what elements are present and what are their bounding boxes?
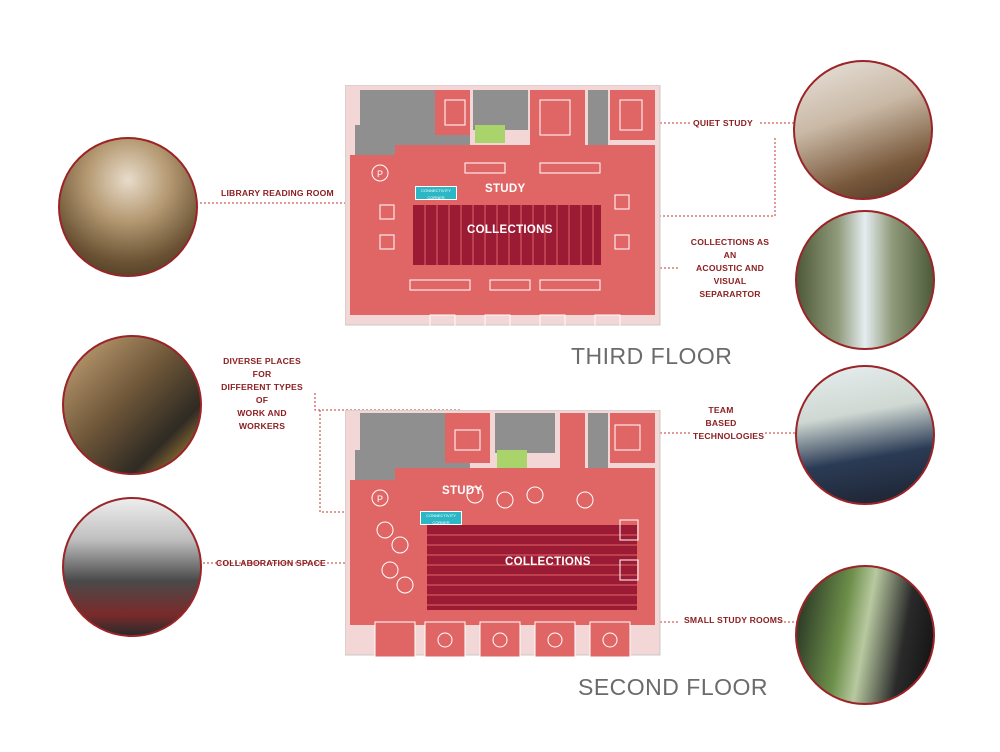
collections-label-2: COLLECTIONS (505, 556, 591, 568)
label-small-study-rooms: SMALL STUDY ROOMS (684, 615, 784, 625)
connectivity-sign-2: CONNECTIVITY CORNER (420, 511, 462, 525)
p-marker-2: P (377, 494, 383, 504)
photo-quiet-study (793, 60, 933, 200)
label-collections-separator: COLLECTIONS AS AN ACOUSTIC AND VISUAL SE… (690, 237, 770, 299)
second-floor-plan: P (345, 410, 661, 658)
connectivity-sign-3: CONNECTIVITY CORNER (415, 186, 457, 200)
second-floor-title: SECOND FLOOR (578, 674, 769, 700)
label-quiet-study: QUIET STUDY (693, 118, 753, 128)
label-library-reading-room: LIBRARY READING ROOM (221, 188, 334, 198)
photo-library-reading-room (58, 137, 198, 277)
photo-diverse-places (62, 335, 202, 475)
label-team-based: TEAM BASED TECHNOLOGIES (693, 405, 765, 441)
study-label-3: STUDY (485, 183, 526, 195)
study-label-2: STUDY (442, 485, 483, 497)
collections-label-3: COLLECTIONS (467, 224, 553, 236)
photo-small-study-rooms (795, 565, 935, 705)
photo-collections-separator (795, 210, 935, 350)
third-floor-title: THIRD FLOOR (571, 343, 733, 369)
third-floor-plan: P (345, 85, 661, 328)
p-marker-3: P (377, 169, 383, 179)
label-diverse-places: DIVERSE PLACES FOR DIFFERENT TYPES OF WO… (221, 356, 303, 431)
label-collaboration-space: COLLABORATION SPACE (216, 558, 326, 568)
photo-team-based (795, 365, 935, 505)
photo-collaboration-space (62, 497, 202, 637)
